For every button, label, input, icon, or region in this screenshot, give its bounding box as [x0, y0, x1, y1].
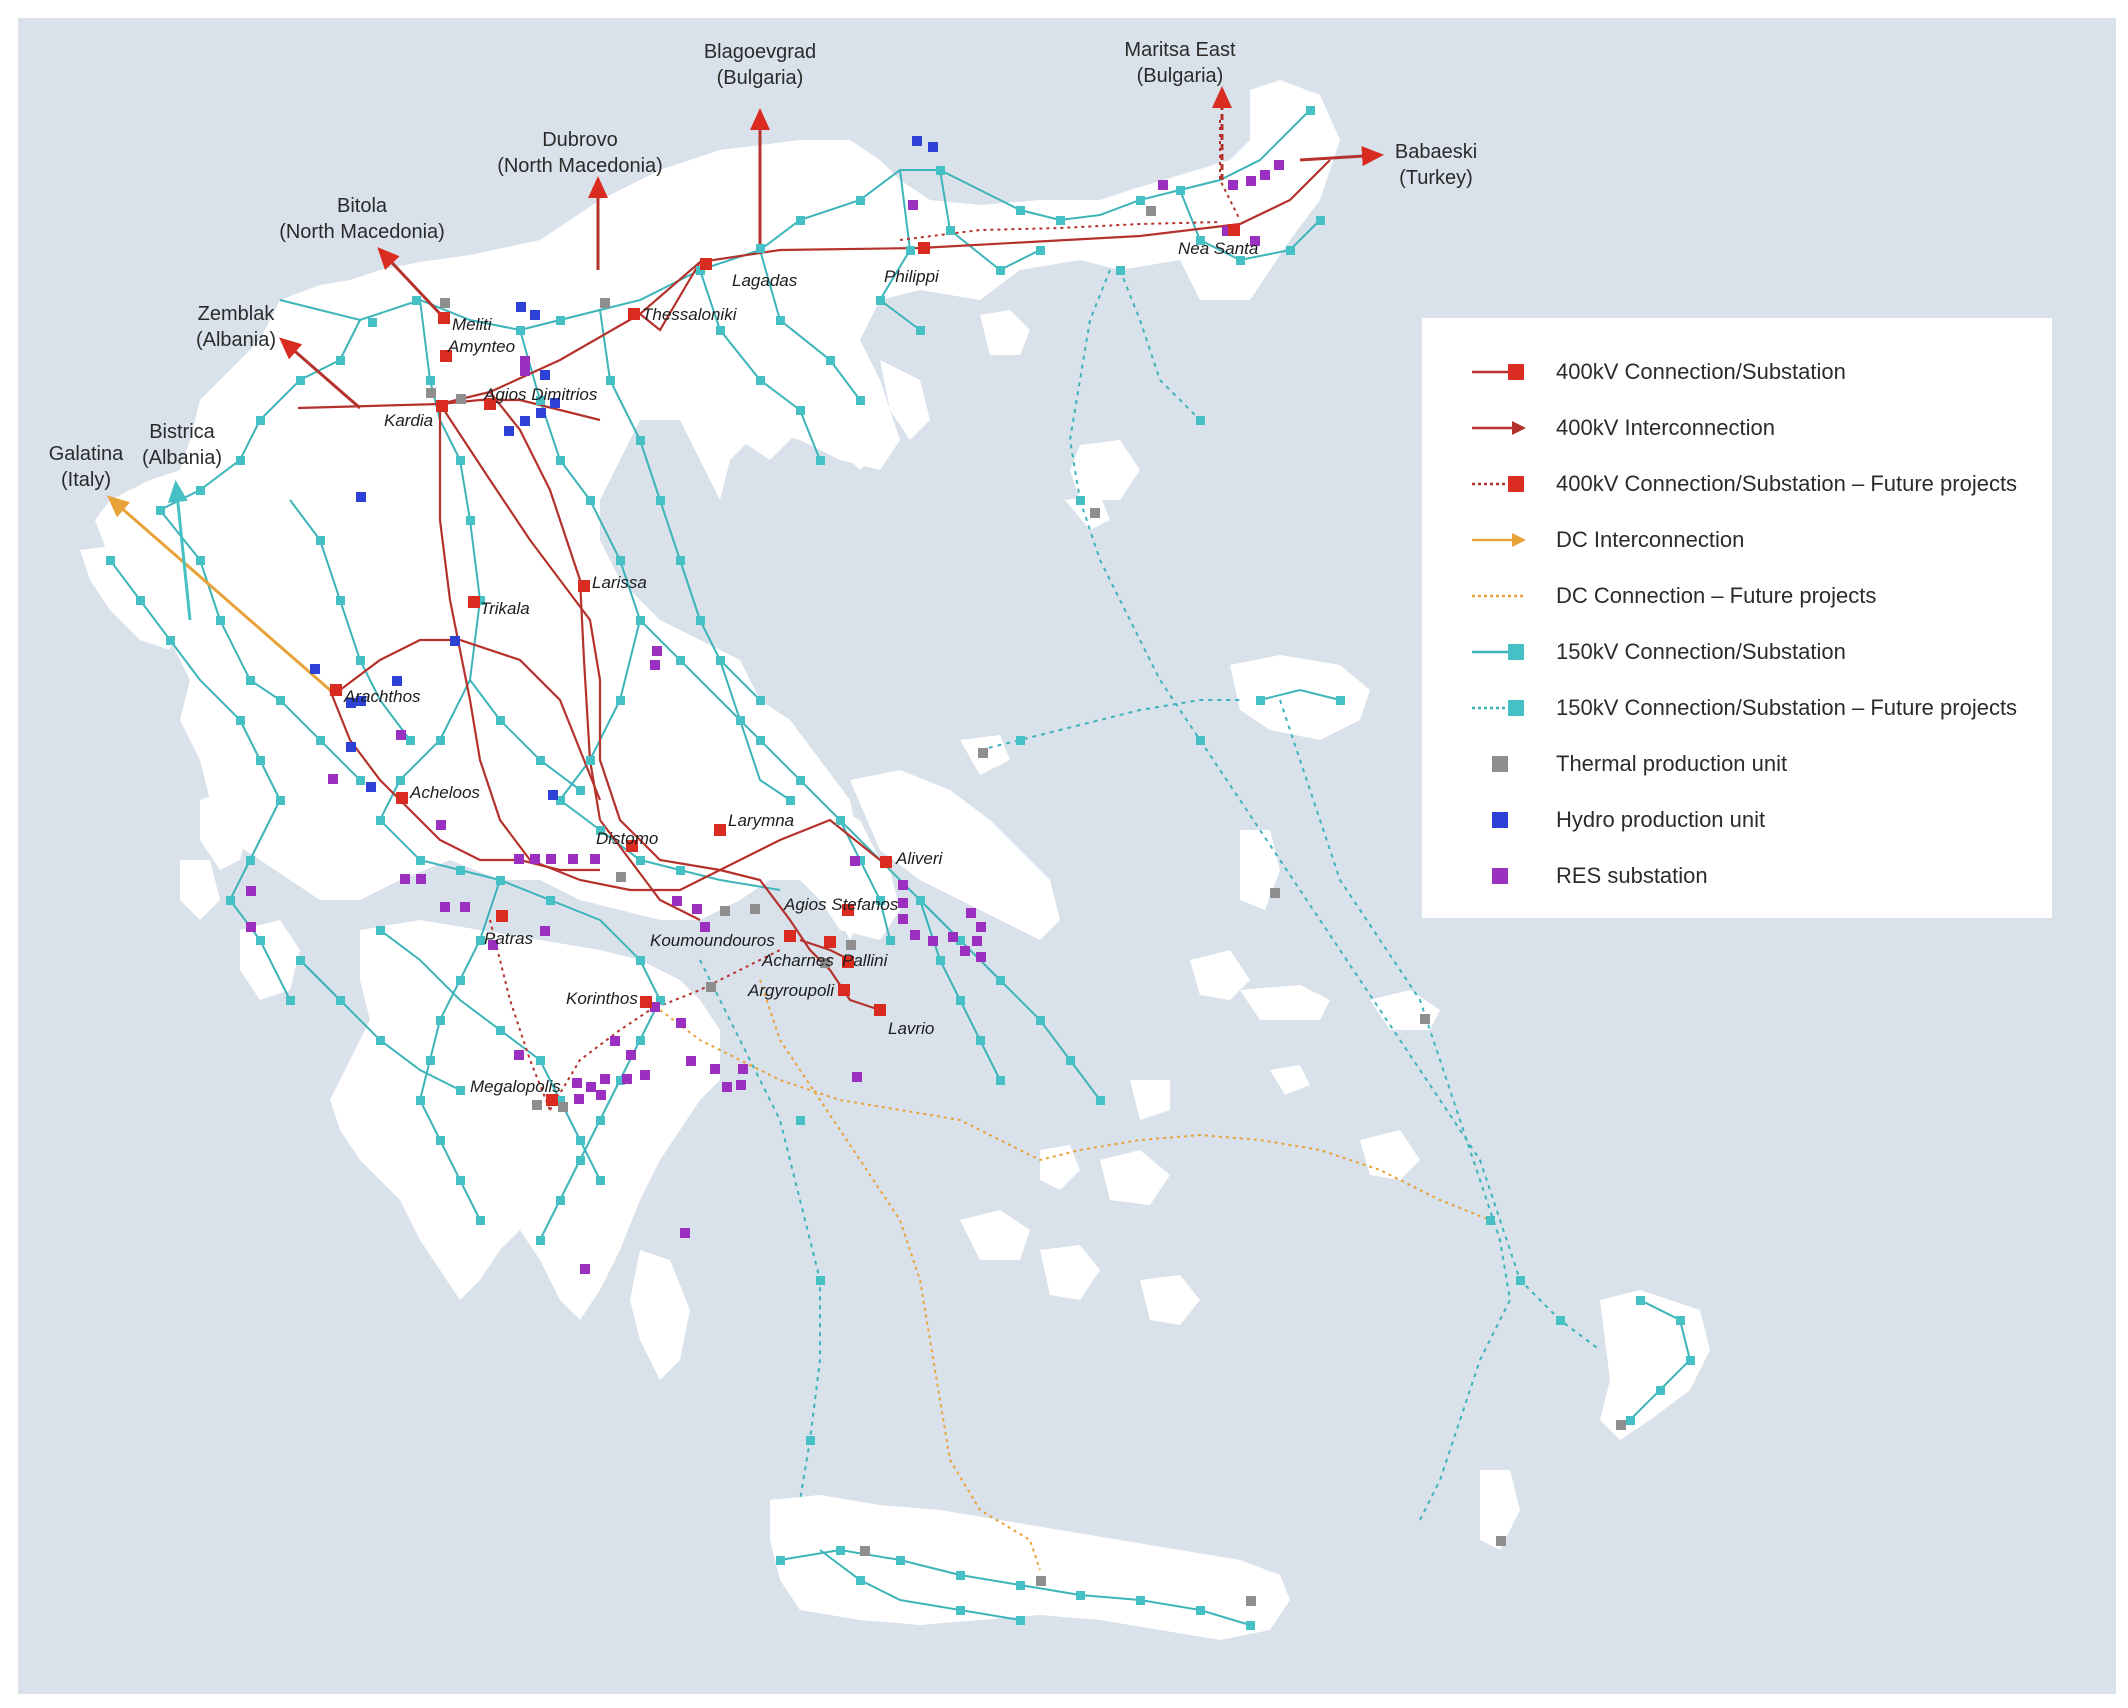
- label-megalopolis: Megalopolis: [470, 1077, 561, 1096]
- legend-label: Hydro production unit: [1556, 807, 1766, 832]
- legend-dc-future-symbol: [1472, 594, 1526, 598]
- legend-item-thermal: Thermal production unit: [1450, 736, 2052, 792]
- legend-label: DC Interconnection: [1556, 527, 1745, 552]
- legend-label: 400kV Connection/Substation: [1556, 359, 1846, 384]
- label-maritsa: Maritsa East: [1124, 39, 1236, 61]
- label-babaeski-country: (Turkey): [1399, 167, 1473, 189]
- label-arachthos: Arachthos: [343, 687, 421, 706]
- label-blagoevgrad: Blagoevgrad: [704, 41, 816, 63]
- label-zemblak: Zemblak: [198, 303, 276, 325]
- legend-label: 150kV Connection/Substation – Future pro…: [1556, 695, 2018, 720]
- legend-thermal-symbol: [1492, 756, 1508, 772]
- legend-400kv-connection-symbol: [1472, 364, 1524, 380]
- legend-hydro-symbol: [1492, 812, 1508, 828]
- label-meliti: Meliti: [452, 315, 493, 334]
- arrow-bitola: [377, 247, 446, 320]
- arrow-zemblak: [278, 337, 361, 410]
- label-acharnes: Acharnes: [761, 951, 834, 970]
- label-maritsa-country: (Bulgaria): [1137, 65, 1224, 87]
- legend-label: DC Connection – Future projects: [1556, 583, 1877, 608]
- label-trikala: Trikala: [480, 599, 530, 618]
- hydro-units: [310, 136, 938, 800]
- label-amynteo: Amynteo: [447, 337, 515, 356]
- label-agios-dimitrios: Agios Dimitrios: [483, 385, 598, 404]
- label-galatina: Galatina: [49, 443, 124, 465]
- legend-item-400kv-connection: 400kV Connection/Substation: [1450, 344, 2052, 400]
- legend-item-dc-future: DC Connection – Future projects: [1450, 568, 2052, 624]
- label-acheloos: Acheloos: [409, 783, 480, 802]
- legend-item-400kv-interconnection: 400kV Interconnection: [1450, 400, 2052, 456]
- interconnection-labels: Blagoevgrad (Bulgaria) Maritsa East (Bul…: [49, 39, 1477, 491]
- legend-item-150kv-connection: 150kV Connection/Substation: [1450, 624, 2052, 680]
- thermal-units: [426, 206, 1626, 1606]
- label-galatina-country: (Italy): [61, 469, 111, 491]
- label-bitola-country: (North Macedonia): [279, 221, 445, 243]
- legend-item-400kv-future: 400kV Connection/Substation – Future pro…: [1450, 456, 2052, 512]
- arrow-galatina: [106, 495, 331, 692]
- label-distomo: Distomo: [596, 829, 658, 848]
- substations-400kv: [330, 224, 1240, 1106]
- label-bitola: Bitola: [337, 195, 388, 217]
- land: [80, 80, 1710, 1640]
- label-bistrica: Bistrica: [149, 421, 215, 443]
- label-pallini: Pallini: [842, 951, 889, 970]
- legend-400kv-interconnection-symbol: [1472, 421, 1526, 435]
- arrow-bistrica: [167, 480, 192, 621]
- label-babaeski: Babaeski: [1395, 141, 1477, 163]
- label-lagadas: Lagadas: [732, 271, 798, 290]
- label-philippi: Philippi: [884, 267, 940, 286]
- lines-dc-future: [659, 979, 1491, 1571]
- label-dubrovo: Dubrovo: [542, 129, 618, 151]
- substation-labels: Lagadas Philippi Nea Santa Thessaloniki …: [343, 239, 1258, 1096]
- legend-item-150kv-future: 150kV Connection/Substation – Future pro…: [1450, 680, 2052, 736]
- label-agios-stefanos: Agios Stefanos: [783, 895, 899, 914]
- label-larymna: Larymna: [728, 811, 794, 830]
- label-larissa: Larissa: [592, 573, 647, 592]
- legend-label: 150kV Connection/Substation: [1556, 639, 1846, 664]
- lines-150kv-future: [699, 269, 1601, 1521]
- legend-label: Thermal production unit: [1556, 751, 1788, 776]
- interconnection-arrows: [106, 86, 1384, 692]
- label-kardia: Kardia: [384, 411, 433, 430]
- map-legend: 400kV Connection/Substation 400kV Interc…: [1422, 318, 2052, 918]
- label-lavrio: Lavrio: [888, 1019, 934, 1038]
- nodes-150kv: [106, 106, 1695, 1630]
- label-thessaloniki: Thessaloniki: [642, 305, 738, 324]
- legend-label: RES substation: [1556, 863, 1708, 888]
- legend-label: 400kV Connection/Substation – Future pro…: [1556, 471, 2018, 496]
- lines-400kv-future: [489, 120, 1241, 1111]
- label-nea-santa: Nea Santa: [1178, 239, 1258, 258]
- legend-item-res: RES substation: [1450, 848, 2052, 904]
- legend-150kv-connection-symbol: [1472, 644, 1524, 660]
- legend-res-symbol: [1492, 868, 1508, 884]
- legend-400kv-future-symbol: [1472, 476, 1524, 492]
- label-aliveri: Aliveri: [895, 849, 944, 868]
- label-bistrica-country: (Albania): [142, 447, 222, 469]
- legend-dc-interconnection-symbol: [1472, 533, 1526, 547]
- legend-item-dc-interconnection: DC Interconnection: [1450, 512, 2052, 568]
- label-korinthos: Korinthos: [566, 989, 638, 1008]
- label-patras: Patras: [484, 929, 534, 948]
- arrow-babaeski: [1299, 146, 1384, 167]
- legend-label: 400kV Interconnection: [1556, 415, 1775, 440]
- label-zemblak-country: (Albania): [196, 329, 276, 351]
- label-dubrovo-country: (North Macedonia): [497, 155, 663, 177]
- label-argyroupoli: Argyroupoli: [747, 981, 835, 1000]
- legend-item-hydro: Hydro production unit: [1450, 792, 2052, 848]
- legend-150kv-future-symbol: [1472, 700, 1524, 716]
- label-koumoundouros: Koumoundouros: [650, 931, 775, 950]
- label-blagoevgrad-country: (Bulgaria): [717, 67, 804, 89]
- res-substations: [246, 160, 1284, 1274]
